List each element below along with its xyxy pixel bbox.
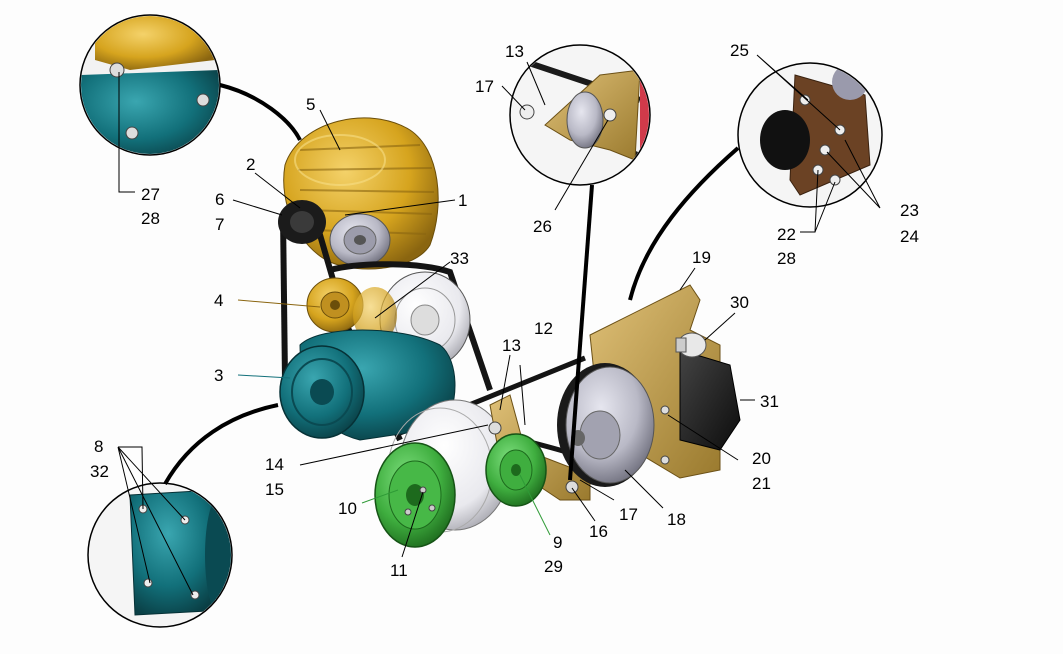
callout-28-top-right: 28 [777, 249, 796, 268]
callout-30: 30 [730, 293, 749, 312]
gold-pulley [306, 277, 397, 343]
callout-28-top-left: 28 [141, 209, 160, 228]
alternator-pulley [278, 200, 326, 244]
callout-10: 10 [338, 499, 357, 518]
pump-pulley [557, 363, 670, 487]
callout-18: 18 [667, 510, 686, 529]
callout-25: 25 [730, 41, 749, 60]
callout-12: 12 [534, 319, 553, 338]
callout-33: 33 [450, 249, 469, 268]
callout-26: 26 [533, 217, 552, 236]
callout-17: 17 [619, 505, 638, 524]
callout-14: 14 [265, 455, 284, 474]
callout-11: 11 [390, 561, 408, 580]
callout-15: 15 [265, 480, 284, 499]
idler-pulley [485, 433, 547, 507]
callout-23: 23 [900, 201, 919, 220]
callout-22: 22 [777, 225, 796, 244]
callout-21: 21 [752, 474, 771, 493]
callout-13-top: 13 [505, 42, 524, 61]
callout-16: 16 [589, 522, 608, 541]
callout-9: 9 [553, 533, 563, 552]
callout-2: 2 [246, 155, 256, 174]
pump-body [679, 349, 741, 451]
callout-6: 6 [215, 190, 225, 209]
ac-compressor [279, 329, 456, 441]
callout-3: 3 [214, 366, 224, 385]
detail-top-left [79, 14, 302, 156]
callout-19: 19 [692, 248, 711, 267]
callout-32: 32 [90, 462, 109, 481]
crank-pulley [374, 442, 456, 548]
tension-roller [329, 213, 391, 267]
callout-17-top: 17 [475, 77, 494, 96]
callout-1: 1 [458, 191, 468, 210]
callout-20: 20 [752, 449, 771, 468]
callout-29: 29 [544, 557, 563, 576]
callout-13: 13 [502, 336, 521, 355]
leader-lines [117, 54, 881, 596]
callout-27: 27 [141, 185, 160, 204]
detail-bottom-left [87, 403, 279, 628]
pump-fitting [675, 332, 707, 358]
callout-5: 5 [306, 95, 316, 114]
detail-top-right [628, 62, 883, 301]
callout-24: 24 [900, 227, 919, 246]
callout-31: 31 [760, 392, 779, 411]
callout-8: 8 [94, 437, 104, 456]
callout-7: 7 [215, 215, 225, 234]
callout-4: 4 [214, 291, 224, 310]
